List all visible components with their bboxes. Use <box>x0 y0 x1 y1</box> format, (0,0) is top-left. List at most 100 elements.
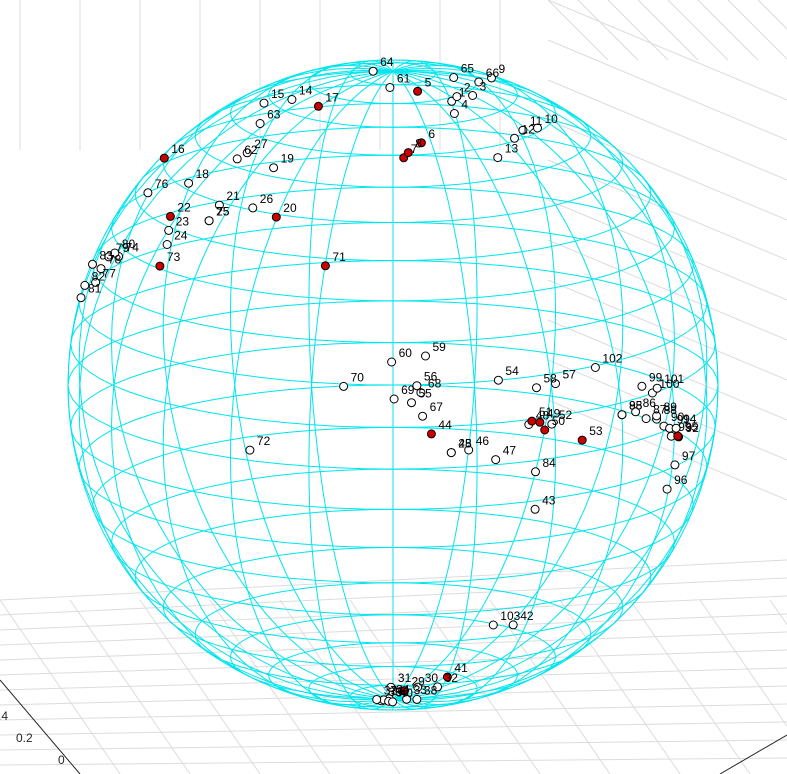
point-label: 17 <box>325 90 339 104</box>
point-label: 57 <box>563 368 577 382</box>
data-point <box>449 109 459 118</box>
point-label: 35 <box>389 685 403 699</box>
point-label: 81 <box>88 282 102 296</box>
data-point <box>372 695 382 704</box>
grid-line <box>69 599 191 774</box>
data-point <box>531 467 540 477</box>
point-label: 78 <box>108 253 122 267</box>
point-label: 69 <box>401 383 415 397</box>
point-label: 50 <box>552 414 566 428</box>
point-label: 34 <box>396 683 410 697</box>
point-label: 38 <box>424 683 438 697</box>
mesh-longitude <box>392 64 624 700</box>
point-label: 45 <box>458 437 472 451</box>
point-label: 19 <box>281 152 295 166</box>
data-point <box>416 138 426 148</box>
data-point <box>76 293 86 303</box>
point-label: 60 <box>399 346 413 360</box>
grid-line <box>209 599 331 774</box>
data-point <box>143 188 153 198</box>
grid-line <box>559 599 681 774</box>
point-label: 30 <box>425 671 439 685</box>
data-point <box>590 363 600 372</box>
point-label: 95 <box>685 420 699 434</box>
point-label: 3 <box>480 80 487 94</box>
grid-line <box>727 0 787 60</box>
data-point <box>403 148 413 158</box>
grid-line <box>547 119 787 221</box>
point-label: 24 <box>174 229 188 243</box>
grid-line <box>547 159 787 261</box>
point-label: 68 <box>428 377 442 391</box>
grid-line <box>637 0 699 61</box>
point-label: 22 <box>177 200 191 214</box>
data-point <box>368 66 378 76</box>
point-label: 1 <box>459 85 466 99</box>
point-label: 58 <box>544 372 558 386</box>
grid-line <box>547 319 787 421</box>
data-point <box>487 73 496 83</box>
data-point <box>433 682 443 692</box>
point-label: 6 <box>428 127 435 141</box>
z-axis-ticks: 0 0.2 .4 <box>0 709 65 767</box>
point-label: 48 <box>536 409 550 423</box>
data-point <box>287 95 297 104</box>
data-point <box>641 414 651 424</box>
point-label: 47 <box>503 444 517 458</box>
grid-line <box>697 0 759 61</box>
grid-line <box>629 599 751 774</box>
data-point <box>452 92 462 102</box>
grid-line <box>547 279 787 381</box>
data-point <box>491 455 501 465</box>
data-point <box>402 694 412 704</box>
grid-line <box>279 599 401 774</box>
mesh-longitude <box>392 70 708 701</box>
point-label: 80 <box>122 237 136 251</box>
point-label: 41 <box>454 661 468 675</box>
point-label: 90 <box>671 410 685 424</box>
point-label: 13 <box>505 142 519 156</box>
data-point <box>313 101 323 111</box>
data-point <box>577 435 587 445</box>
point-label: 77 <box>103 266 117 280</box>
point-label: 15 <box>271 87 285 101</box>
data-point <box>530 504 540 514</box>
point-label: 99 <box>649 370 663 384</box>
mesh-longitude <box>229 62 394 700</box>
data-point <box>518 125 528 135</box>
data-point <box>416 388 426 398</box>
mesh-longitude <box>392 70 557 708</box>
grid-line <box>577 0 639 61</box>
point-label: 14 <box>299 84 313 98</box>
data-point <box>412 694 422 704</box>
point-label: 84 <box>543 456 557 470</box>
point-label: 86 <box>643 396 657 410</box>
point-label: 16 <box>171 142 185 156</box>
data-point <box>532 383 541 393</box>
data-points <box>76 66 684 707</box>
data-point <box>527 416 537 426</box>
data-point <box>673 431 683 441</box>
point-label: 8 <box>415 137 422 151</box>
grid-line <box>607 0 669 61</box>
axis-line <box>0 679 81 774</box>
data-point <box>446 448 456 458</box>
point-label: 37 <box>384 684 398 698</box>
data-point <box>637 381 647 391</box>
point-label: 7 <box>411 142 418 156</box>
data-point <box>385 83 395 92</box>
data-point <box>551 379 560 389</box>
mesh-longitude <box>392 62 557 700</box>
data-point <box>617 410 627 420</box>
data-point <box>540 425 550 435</box>
point-label: 100 <box>659 377 679 391</box>
data-point <box>652 383 662 393</box>
mesh-longitude <box>392 70 478 710</box>
data-point <box>493 375 503 385</box>
grid-line <box>0 721 787 736</box>
point-label: 33 <box>414 683 428 697</box>
grid-line <box>0 703 787 721</box>
grid-line <box>489 599 611 774</box>
data-point <box>110 248 120 258</box>
